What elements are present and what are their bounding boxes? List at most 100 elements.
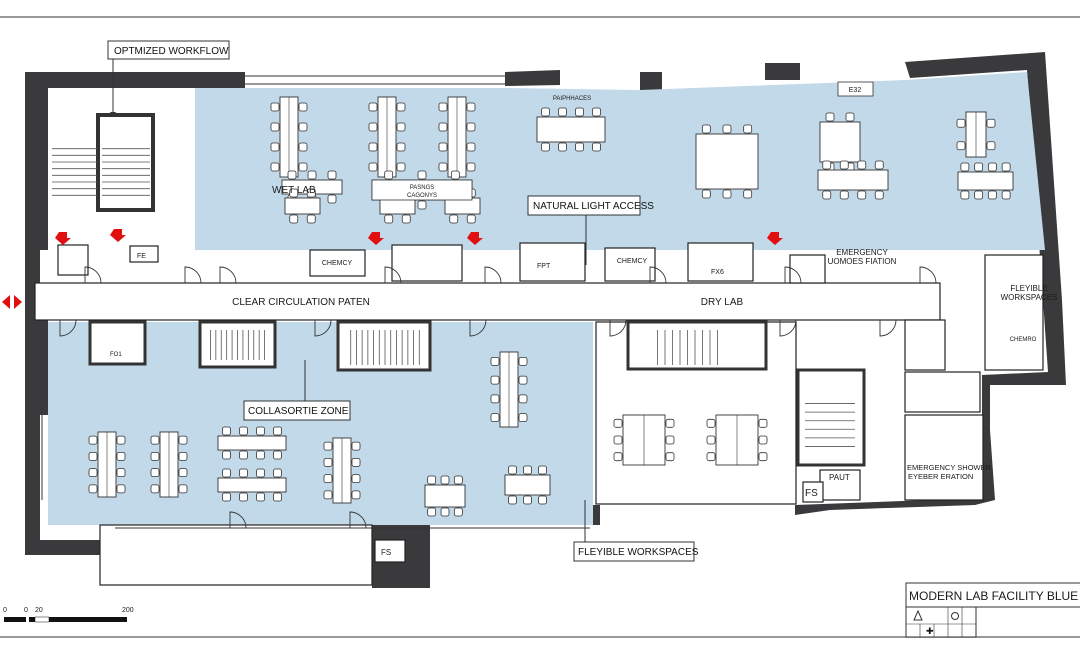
wet-lab-zone [195, 72, 1045, 250]
chair [270, 122, 280, 132]
chair [665, 435, 675, 445]
chair [150, 435, 160, 445]
chair [1001, 190, 1011, 200]
right-room-b [904, 371, 981, 413]
room-fo1 [88, 320, 147, 366]
door-swing [184, 266, 202, 284]
chair [150, 451, 160, 461]
chair [222, 426, 231, 436]
chair [150, 468, 160, 478]
lab-table [88, 431, 126, 498]
chair [88, 451, 98, 461]
tag-e32: E32 [849, 87, 862, 94]
chair [368, 142, 378, 152]
lab-table [424, 475, 466, 517]
lab-table [217, 468, 287, 502]
chair [368, 102, 378, 112]
room-fx6 [687, 242, 754, 282]
chair [88, 484, 98, 494]
chair [289, 214, 299, 224]
chair [974, 190, 984, 200]
room-fe [129, 245, 159, 263]
chair [822, 160, 832, 170]
stair-right [796, 368, 866, 467]
tag-fs-right: FS [805, 488, 818, 499]
chair [960, 190, 970, 200]
chair [396, 162, 406, 172]
chair [490, 375, 500, 385]
chair [306, 214, 316, 224]
label-fume-1: PASNGS [410, 185, 435, 191]
chair [88, 468, 98, 478]
chair [88, 435, 98, 445]
chair [743, 189, 753, 199]
chair [706, 452, 716, 462]
chair [518, 356, 528, 366]
chair [178, 435, 188, 445]
warning-icon [913, 609, 923, 621]
chair [427, 475, 437, 485]
svg-text:FLEYIBLE WORKSPACES: FLEYIBLE WORKSPACES [578, 547, 699, 558]
chair [256, 492, 265, 502]
south-terrace [99, 524, 373, 586]
svg-text:NATURAL LIGHT ACCESS: NATURAL LIGHT ACCESS [533, 201, 654, 212]
chair [298, 102, 308, 112]
label-wet-lab: WET LAB [272, 185, 316, 196]
exit-arrow-icon [55, 232, 71, 245]
chair [368, 122, 378, 132]
tag-fx6: FX6 [711, 269, 724, 276]
chair [270, 142, 280, 152]
lab-table [217, 426, 287, 460]
chair [273, 426, 282, 436]
chair [558, 142, 567, 152]
chair [613, 452, 623, 462]
chair [396, 142, 406, 152]
callout-flexible-workspaces: FLEYIBLE WORKSPACES [573, 500, 699, 562]
label-paut: PAUT [829, 473, 850, 482]
chair [974, 162, 984, 172]
chair [239, 468, 248, 478]
tag-chemro: CHEMRO [1010, 337, 1037, 343]
chair [665, 452, 675, 462]
table-top [817, 169, 889, 191]
chair [956, 141, 966, 151]
chair [384, 214, 394, 224]
chair [845, 112, 855, 122]
chair [440, 475, 450, 485]
chair [706, 418, 716, 428]
table-top [424, 484, 466, 508]
chair [825, 112, 835, 122]
chair [438, 122, 448, 132]
tag-fe: FE [137, 253, 146, 260]
exit-arrow-icon [110, 229, 126, 242]
stair-dry-lab [626, 320, 768, 371]
door-swing [219, 266, 237, 284]
table-top [536, 116, 606, 143]
chair [116, 451, 126, 461]
svg-text:COLLASORTIE ZONE: COLLASORTIE ZONE [248, 406, 349, 417]
chair [541, 142, 550, 152]
doors [59, 266, 937, 529]
chair [986, 118, 996, 128]
door-swing [469, 319, 487, 337]
chair [368, 162, 378, 172]
scale-bar: 0 0 20 200 [3, 607, 134, 623]
chair [839, 160, 849, 170]
chair [874, 190, 884, 200]
chair [722, 189, 732, 199]
table-top [957, 171, 1014, 191]
label-flexible-right-2: WORKSPACES [1001, 293, 1058, 302]
chair [1001, 162, 1011, 172]
chair [417, 200, 427, 210]
chair [396, 122, 406, 132]
callout-optimized-workflow: OPTMIZED WORKFLOW [107, 40, 230, 117]
lab-table [706, 414, 768, 466]
chair [273, 450, 282, 460]
chair [453, 475, 463, 485]
door-swing [59, 319, 77, 337]
chair [518, 394, 528, 404]
chair [270, 162, 280, 172]
lab-table [817, 160, 889, 200]
chair [490, 394, 500, 404]
